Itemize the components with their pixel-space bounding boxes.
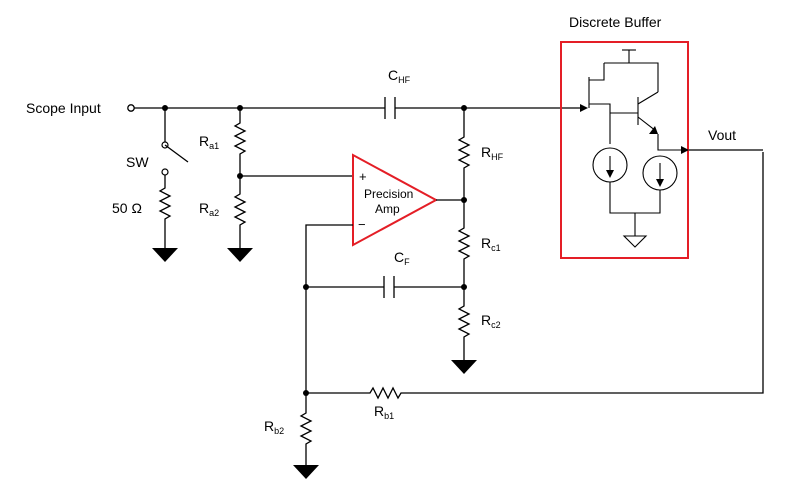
ra2-label: Ra2 [199,200,219,218]
resistor-rb1 [306,152,764,400]
input-switch [161,141,189,176]
ground-symbol [293,465,319,479]
ground-symbol [152,248,178,262]
capacitor-chf [384,97,396,119]
amp-label-line1: Precision [364,187,413,201]
minus-sign: − [358,217,366,232]
arrow-to-buffer [580,104,588,112]
resistor-rc2 [457,287,471,360]
ground-symbol [227,248,253,262]
termination-label: 50 Ω [112,200,142,216]
rb2-label: Rb2 [264,418,284,436]
capacitor-cf [383,276,395,298]
junction-dot [162,105,168,111]
vout-label: Vout [708,127,736,143]
inv-input-wire [305,224,353,393]
amp-label-line2: Amp [375,202,400,216]
resistor-rc1 [457,200,471,287]
resistor-rhf [457,108,471,200]
rc1-label: Rc1 [481,235,501,253]
resistor-ra1 [233,108,247,176]
termination-resistor [158,175,172,248]
switch-label: SW [126,154,149,170]
rhf-label: RHF [481,144,504,162]
resistor-rb2 [299,393,313,465]
resistor-ra2 [233,176,247,248]
precision-amp [352,153,439,247]
buffer-title: Discrete Buffer [569,14,662,30]
rc2-label: Rc2 [481,312,501,330]
ra1-label: Ra1 [199,133,219,151]
plus-sign: + [359,169,367,184]
scope-input-label: Scope Input [26,100,101,116]
buffer-circuit [588,49,689,248]
chf-label: CHF [388,67,411,85]
ground-symbol [451,360,477,374]
cf-label: CF [394,249,410,267]
scope-input-terminal [127,104,135,112]
rb1-label: Rb1 [374,403,394,421]
